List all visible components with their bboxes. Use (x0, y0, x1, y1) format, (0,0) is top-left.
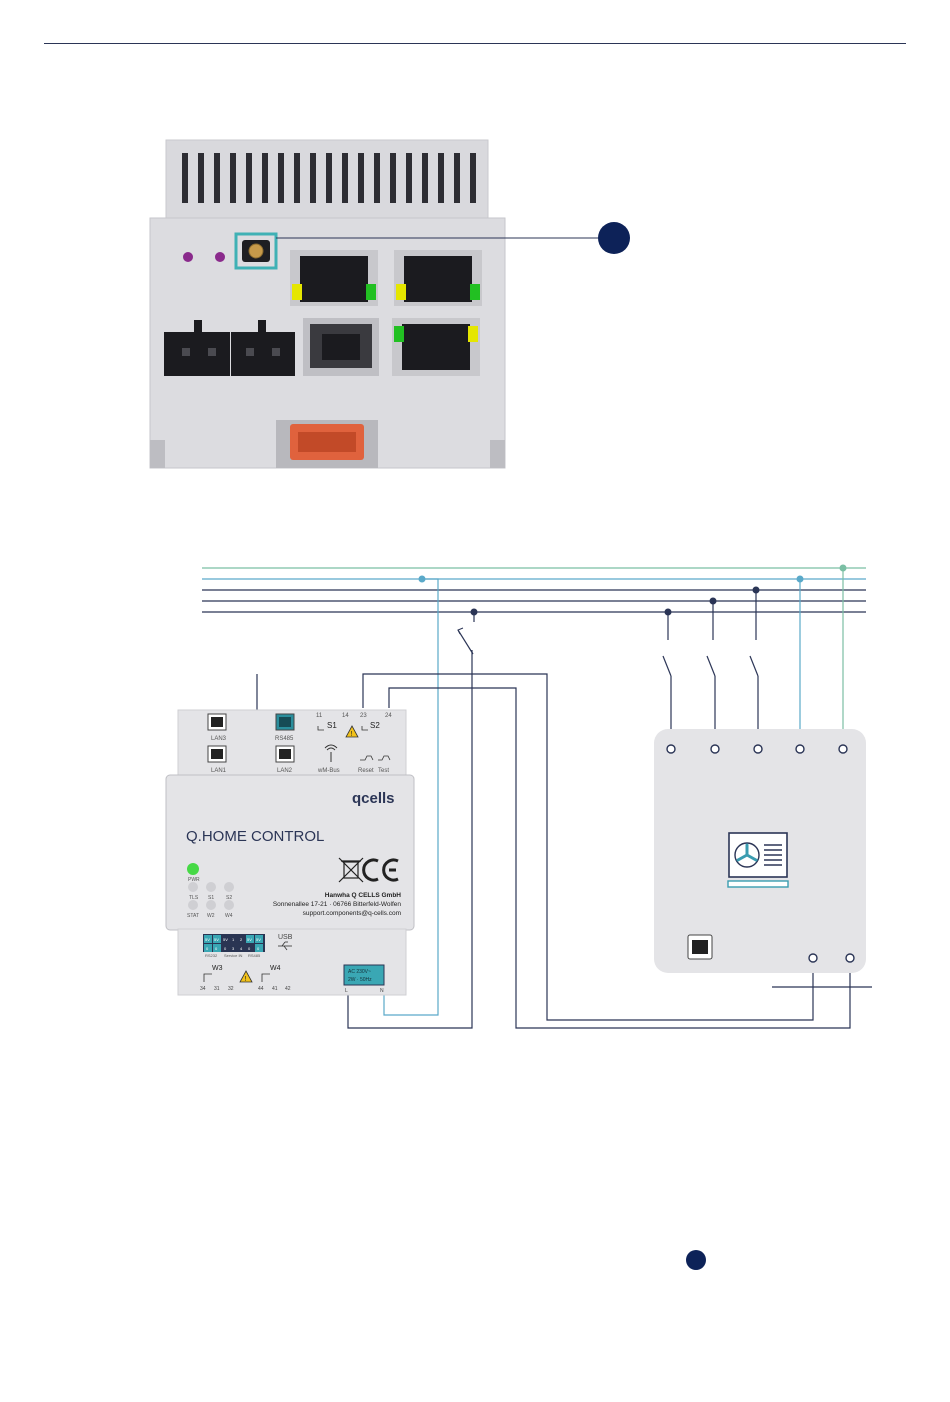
device-top-view (149, 139, 630, 469)
heat-pump-icon (727, 832, 789, 888)
rj45-port-icon (687, 934, 713, 960)
switch (662, 655, 672, 677)
terminal-plug (231, 320, 295, 376)
svg-text:2W · 50Hz: 2W · 50Hz (348, 977, 372, 983)
svg-text:PWR: PWR (188, 877, 200, 883)
reset-button-label: Reset (358, 768, 374, 774)
lan2-label: LAN2 (277, 768, 293, 774)
svg-text:0: 0 (215, 946, 218, 951)
svg-text:STAT: STAT (187, 913, 199, 919)
svg-text:23: 23 (360, 713, 367, 719)
qcells-logo: qcells (352, 790, 395, 807)
status-led (215, 252, 225, 262)
svg-text:42: 42 (285, 986, 291, 992)
antenna-connector-highlight (234, 232, 278, 270)
svg-text:3: 3 (232, 946, 235, 951)
svg-text:5V: 5V (205, 937, 210, 942)
usb-icon (278, 941, 292, 951)
svg-text:W2: W2 (207, 913, 215, 919)
usb-label: USB (278, 934, 293, 941)
svg-text:41: 41 (272, 986, 278, 992)
manufacturer-label: Hanwha Q CELLS GmbH (325, 892, 402, 899)
svg-text:4: 4 (240, 946, 243, 951)
s2-relay-label: S2 (370, 721, 380, 730)
svg-text:!: ! (245, 976, 247, 983)
rj45-port-icon (290, 250, 378, 306)
power-terminal (343, 964, 385, 986)
rj45-port-icon (303, 318, 379, 376)
svg-text:TLS: TLS (189, 895, 199, 901)
pwr-led (187, 863, 199, 875)
warning-icon: ! (345, 725, 359, 738)
switch (749, 655, 759, 677)
svg-text:5V: 5V (214, 937, 219, 942)
w3-relay-label: W3 (212, 965, 223, 972)
svg-text:14: 14 (342, 713, 349, 719)
svg-text:AC 230V~: AC 230V~ (348, 969, 371, 975)
svg-text:0: 0 (206, 946, 209, 951)
svg-text:Service IN: Service IN (224, 953, 243, 958)
svg-text:0: 0 (224, 946, 227, 951)
svg-text:0: 0 (257, 946, 260, 951)
qhome-control-device: LAN3 RS485 LAN1 LAN2 wM-Bus 11 14 S1 23 … (165, 709, 415, 996)
switch (457, 629, 474, 655)
svg-text:N: N (380, 988, 384, 994)
svg-text:2: 2 (240, 937, 243, 942)
switch (706, 655, 716, 677)
wiring-diagram: LAN3 RS485 LAN1 LAN2 wM-Bus 11 14 S1 23 … (165, 564, 872, 1029)
product-name: Q.HOME CONTROL (186, 828, 324, 845)
header-rule (44, 43, 906, 44)
svg-text:1: 1 (232, 937, 235, 942)
svg-text:5V: 5V (247, 937, 252, 942)
terminal-block (203, 934, 265, 952)
terminal-plug (164, 320, 230, 376)
svg-text:0: 0 (248, 946, 251, 951)
svg-text:5V: 5V (223, 937, 228, 942)
test-button-label: Test (378, 768, 389, 774)
warning-icon: ! (239, 970, 253, 983)
status-led (183, 252, 193, 262)
w4-relay-label: W4 (270, 965, 281, 972)
ce-mark-icon (362, 858, 399, 882)
lan3-label: LAN3 (211, 736, 227, 742)
svg-text:34: 34 (200, 986, 206, 992)
rj45-port-icon (394, 250, 482, 306)
reference-dot (686, 1250, 706, 1270)
svg-text:11: 11 (316, 713, 323, 719)
vent-slots (182, 153, 476, 203)
wmbus-label: wM-Bus (317, 768, 340, 774)
rs485-label: RS485 (275, 736, 294, 742)
s1-relay-label: S1 (327, 721, 337, 730)
svg-text:24: 24 (385, 713, 392, 719)
svg-text:S2: S2 (226, 895, 232, 901)
svg-text:L: L (345, 988, 348, 994)
svg-text:5V: 5V (256, 937, 261, 942)
callout-dot (598, 222, 630, 254)
rj45-port-icon (392, 318, 480, 376)
svg-text:RS232: RS232 (205, 953, 218, 958)
svg-text:!: ! (351, 731, 353, 738)
antenna-icon (324, 744, 338, 762)
heat-pump-unit (654, 729, 866, 973)
svg-text:31: 31 (214, 986, 220, 992)
lan1-label: LAN1 (211, 768, 227, 774)
svg-text:S1: S1 (208, 895, 214, 901)
support-email: support.components@q-cells.com (303, 910, 401, 917)
svg-text:32: 32 (228, 986, 234, 992)
svg-text:44: 44 (258, 986, 264, 992)
weee-bin-icon (338, 857, 364, 883)
svg-text:RS485: RS485 (248, 953, 261, 958)
svg-text:W4: W4 (225, 913, 233, 919)
address-label: Sonnenallee 17-21 · 06766 Bitterfeld-Wol… (273, 901, 402, 908)
